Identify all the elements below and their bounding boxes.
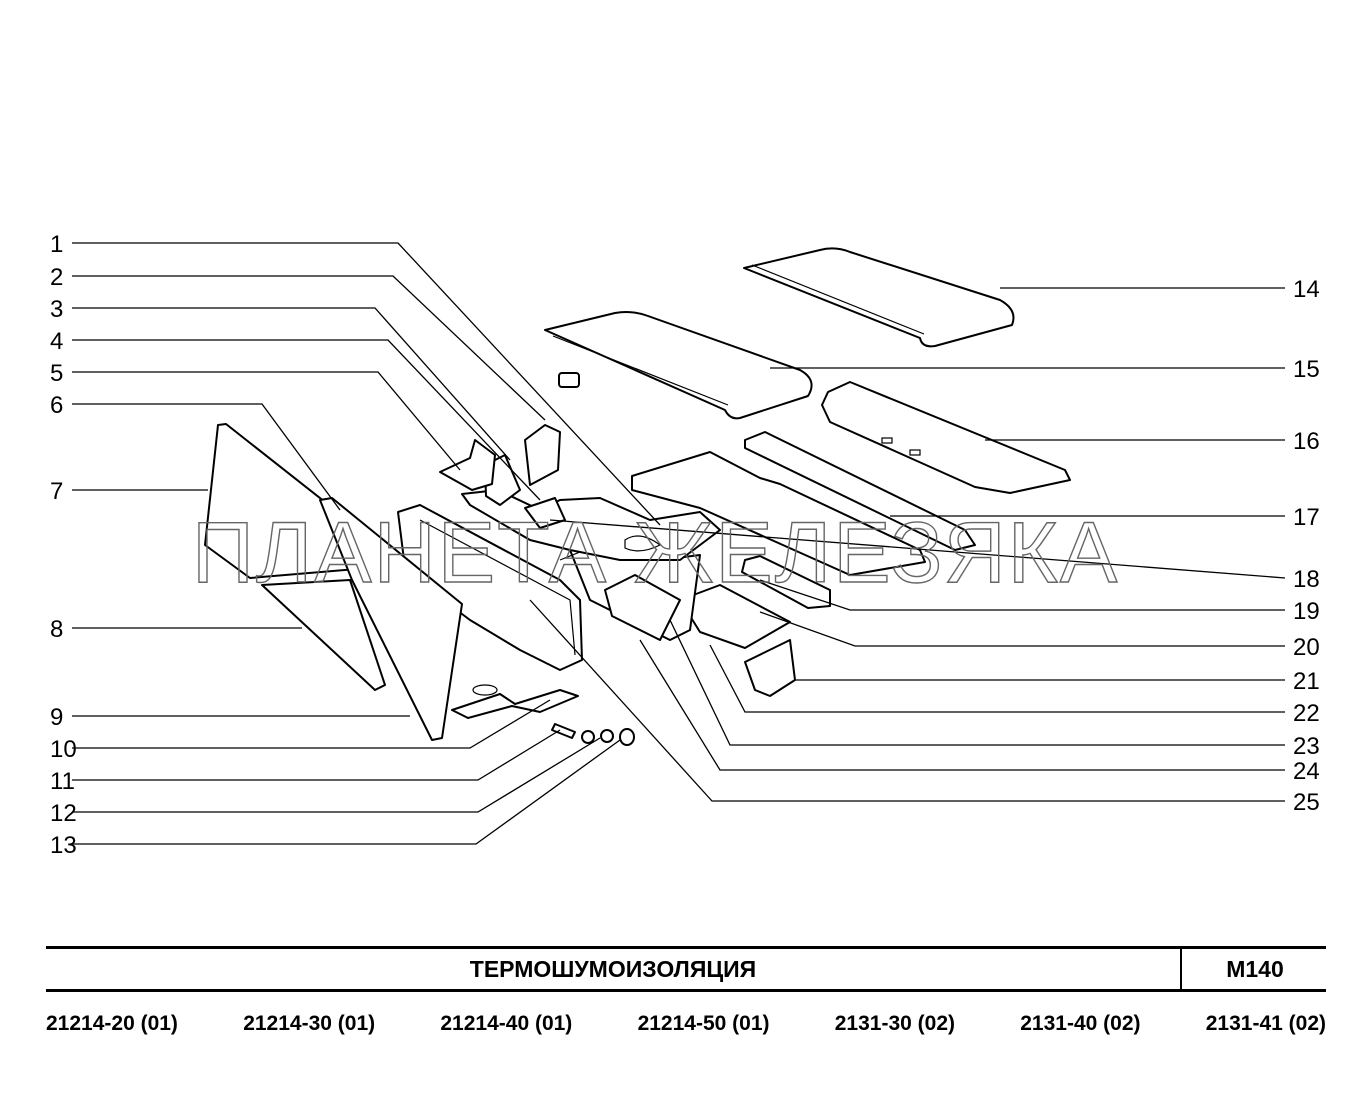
part-11-screw xyxy=(551,723,576,739)
callout-24: 24 xyxy=(1293,758,1320,785)
callout-12: 12 xyxy=(50,800,77,827)
callout-15: 15 xyxy=(1293,356,1320,383)
model-item: 2131-41 (02) xyxy=(1205,1012,1326,1035)
callout-9: 9 xyxy=(50,704,63,731)
model-item: 21214-20 (01) xyxy=(46,1012,178,1035)
callout-11: 11 xyxy=(50,768,75,795)
callout-5: 5 xyxy=(50,360,63,387)
leader-lines xyxy=(72,242,1286,845)
callout-19: 19 xyxy=(1293,598,1320,625)
parts-diagram: ПЛАНЕТА ЖЕЛЕЗЯКА 1 2 3 4 5 6 7 8 9 10 11… xyxy=(50,231,1320,859)
model-item: 21214-40 (01) xyxy=(440,1012,573,1035)
callout-13: 13 xyxy=(50,832,77,859)
callout-16: 16 xyxy=(1293,428,1320,455)
part-1-bracket xyxy=(558,372,580,388)
watermark-text: ПЛАНЕТА ЖЕЛЕЗЯКА xyxy=(192,505,1119,601)
callout-18: 18 xyxy=(1293,566,1320,593)
part-20-front-floor-mat xyxy=(679,584,791,649)
callout-22: 22 xyxy=(1293,700,1320,727)
callout-21: 21 xyxy=(1293,668,1320,695)
part-17-floor-strip xyxy=(744,431,976,551)
callout-14: 14 xyxy=(1293,276,1320,303)
callout-10: 10 xyxy=(50,736,77,763)
part-2-pad xyxy=(524,424,561,486)
part-5-angle-pad xyxy=(439,439,496,491)
diagram-code: М140 xyxy=(1180,949,1328,989)
callout-20: 20 xyxy=(1293,634,1320,661)
callout-8: 8 xyxy=(50,616,63,643)
callout-7: 7 xyxy=(50,478,63,505)
callouts-left: 1 2 3 4 5 6 7 8 9 10 11 12 13 xyxy=(50,231,77,859)
callout-23: 23 xyxy=(1293,733,1320,760)
callout-25: 25 xyxy=(1293,789,1320,816)
title-block: ТЕРМОШУМОИЗОЛЯЦИЯ М140 xyxy=(46,946,1326,992)
callout-4: 4 xyxy=(50,328,63,355)
model-list: 21214-20 (01) 21214-30 (01) 21214-40 (01… xyxy=(46,1012,1326,1046)
part-6-side-panel xyxy=(319,497,463,741)
part-14-rear-shelf-panel xyxy=(743,247,1015,348)
part-21-side-pad xyxy=(744,639,796,697)
part-13-nut xyxy=(619,728,635,746)
part-15-rear-panel xyxy=(544,311,813,420)
diagram-title: ТЕРМОШУМОИЗОЛЯЦИЯ xyxy=(469,955,757,982)
callouts-right: 14 15 16 17 18 19 20 21 22 23 24 25 xyxy=(1293,276,1320,816)
model-item: 2131-30 (02) xyxy=(834,1012,955,1035)
part-16-floor-mat-rear xyxy=(821,381,1071,494)
model-item: 2131-40 (02) xyxy=(1020,1012,1141,1035)
callout-2: 2 xyxy=(50,264,63,291)
callout-1: 1 xyxy=(50,231,63,258)
model-item: 21214-50 (01) xyxy=(637,1012,770,1035)
part-12-washer xyxy=(581,729,614,744)
part-10-sill-plate xyxy=(451,684,579,719)
part-19-floor-insert xyxy=(741,555,831,609)
callout-17: 17 xyxy=(1293,504,1320,531)
part-8-side-panel-lower xyxy=(261,579,386,691)
model-item: 21214-30 (01) xyxy=(243,1012,376,1035)
callout-6: 6 xyxy=(50,392,63,419)
callout-3: 3 xyxy=(50,296,63,323)
